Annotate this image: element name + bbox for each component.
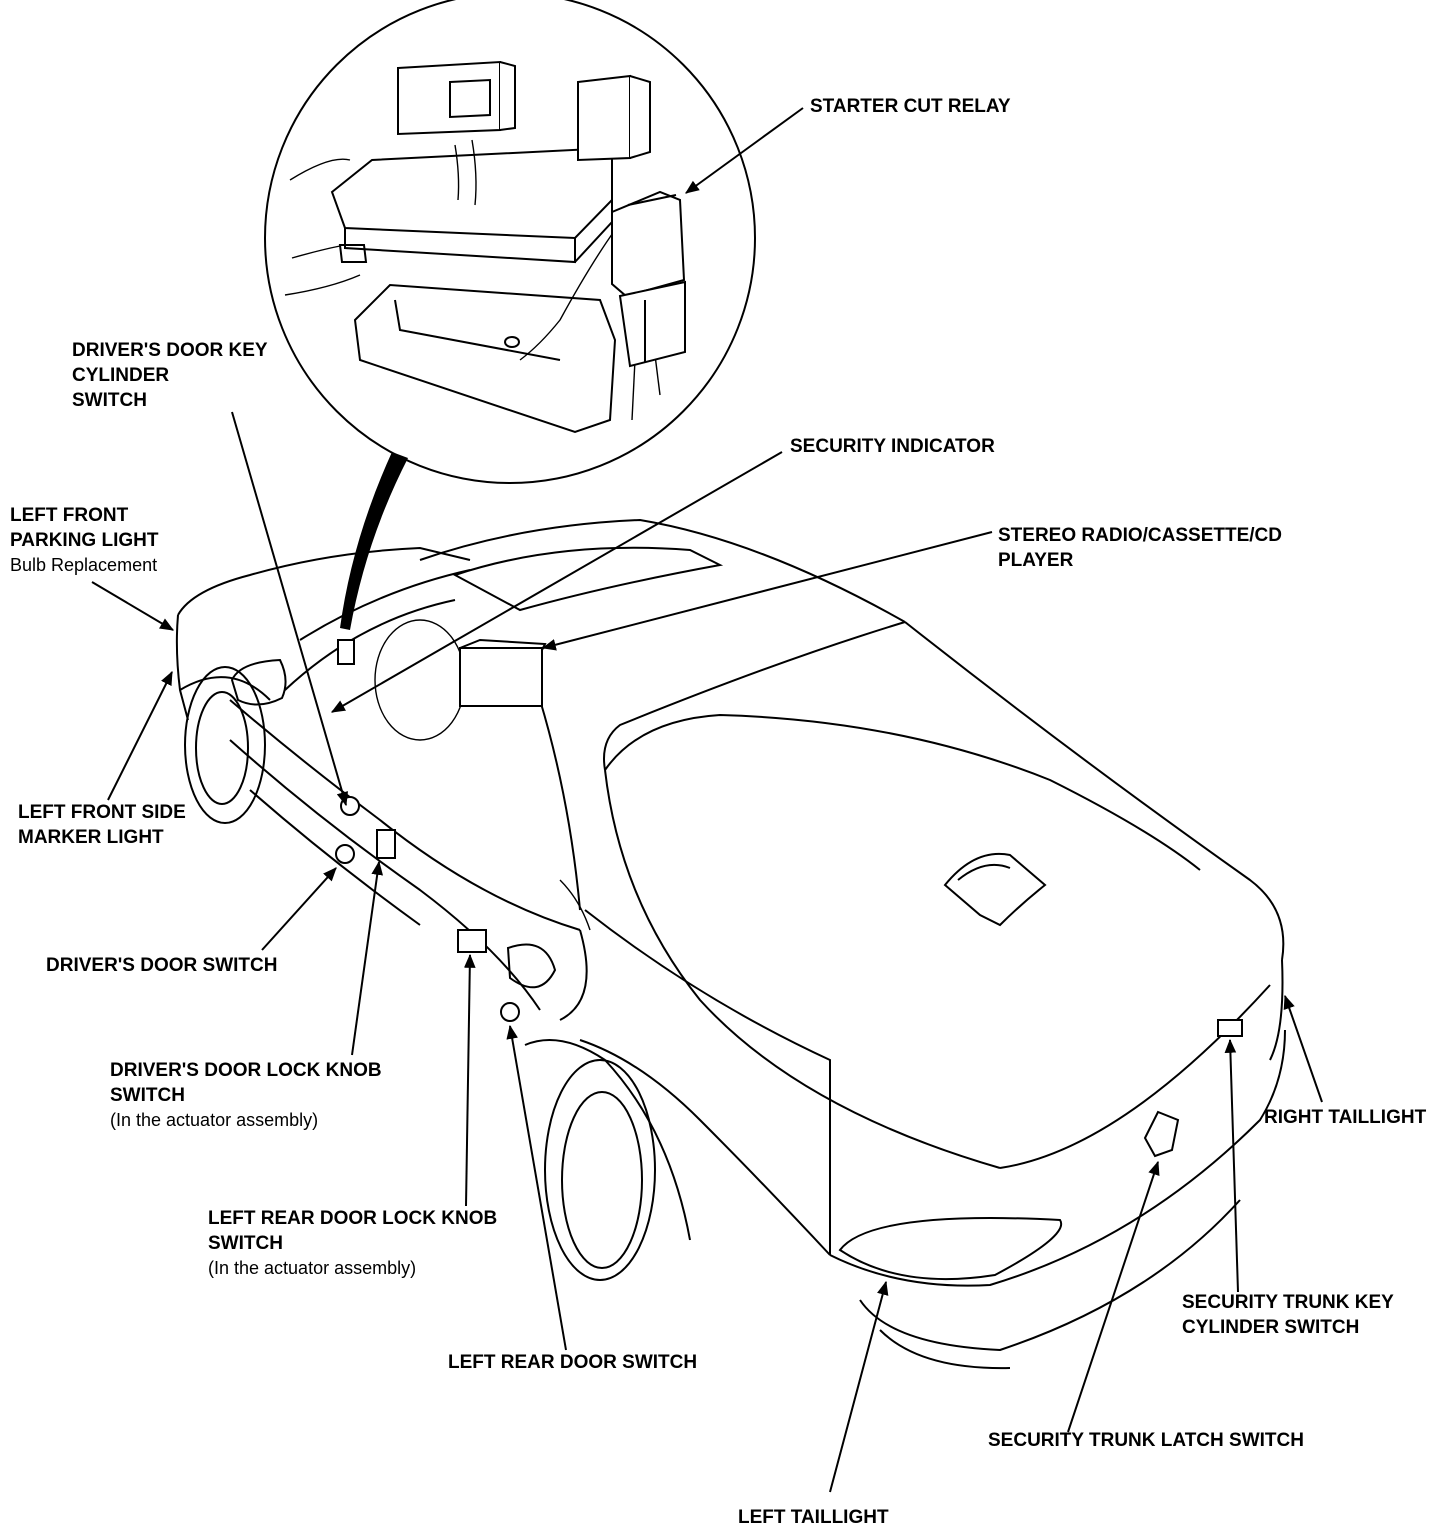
rear-lock-knob-marker [457, 929, 487, 953]
label-security-indicator: SECURITY INDICATOR [790, 436, 995, 457]
label-left-front-side-marker-1: LEFT FRONT SIDE [18, 802, 186, 823]
trunk-latch-marker [1143, 1110, 1180, 1158]
label-drivers-door-lock-knob-note: (In the actuator assembly) [110, 1110, 319, 1130]
label-drivers-door-key-cylinder-1: DRIVER'S DOOR KEY [72, 340, 268, 361]
label-left-front-side-marker-2: MARKER LIGHT [18, 827, 164, 848]
label-left-taillight: LEFT TAILLIGHT [738, 1507, 889, 1528]
detail-magnifier [264, 0, 756, 630]
car-body [175, 518, 1286, 1370]
label-starter-cut-relay: STARTER CUT RELAY [810, 96, 1011, 117]
component-markers [335, 638, 1243, 1158]
security-indicator-marker [337, 639, 355, 665]
label-left-front-parking-light-2: PARKING LIGHT [10, 530, 159, 551]
label-security-trunk-latch-switch: SECURITY TRUNK LATCH SWITCH [988, 1430, 1304, 1451]
stereo-marker [459, 647, 543, 707]
label-security-trunk-key-cylinder-2: CYLINDER SWITCH [1182, 1317, 1360, 1338]
label-left-rear-door-lock-knob-note: (In the actuator assembly) [208, 1258, 417, 1278]
lock-knob-marker [376, 829, 396, 859]
label-drivers-door-key-cylinder-2: CYLINDER [72, 365, 170, 386]
label-bulb-replacement: Bulb Replacement [10, 555, 158, 575]
label-drivers-door-lock-knob-2: SWITCH [110, 1085, 185, 1106]
door-switch-marker [335, 844, 355, 864]
label-left-rear-door-switch: LEFT REAR DOOR SWITCH [448, 1352, 698, 1373]
label-stereo-radio-1: STEREO RADIO/CASSETTE/CD [998, 525, 1282, 546]
label-drivers-door-lock-knob-1: DRIVER'S DOOR LOCK KNOB [110, 1060, 382, 1081]
label-left-front-parking-light-1: LEFT FRONT [10, 505, 129, 526]
label-left-rear-door-lock-knob-1: LEFT REAR DOOR LOCK KNOB [208, 1208, 498, 1229]
trunk-key-cylinder-marker [1217, 1019, 1243, 1037]
label-stereo-radio-2: PLAYER [998, 550, 1074, 571]
label-left-rear-door-lock-knob-2: SWITCH [208, 1233, 283, 1254]
rear-door-switch-marker [500, 1002, 520, 1022]
leader-lines [91, 107, 1323, 1493]
label-drivers-door-key-cylinder-3: SWITCH [72, 390, 147, 411]
label-drivers-door-switch: DRIVER'S DOOR SWITCH [46, 955, 278, 976]
label-security-trunk-key-cylinder-1: SECURITY TRUNK KEY [1182, 1292, 1394, 1313]
label-right-taillight: RIGHT TAILLIGHT [1264, 1107, 1427, 1128]
